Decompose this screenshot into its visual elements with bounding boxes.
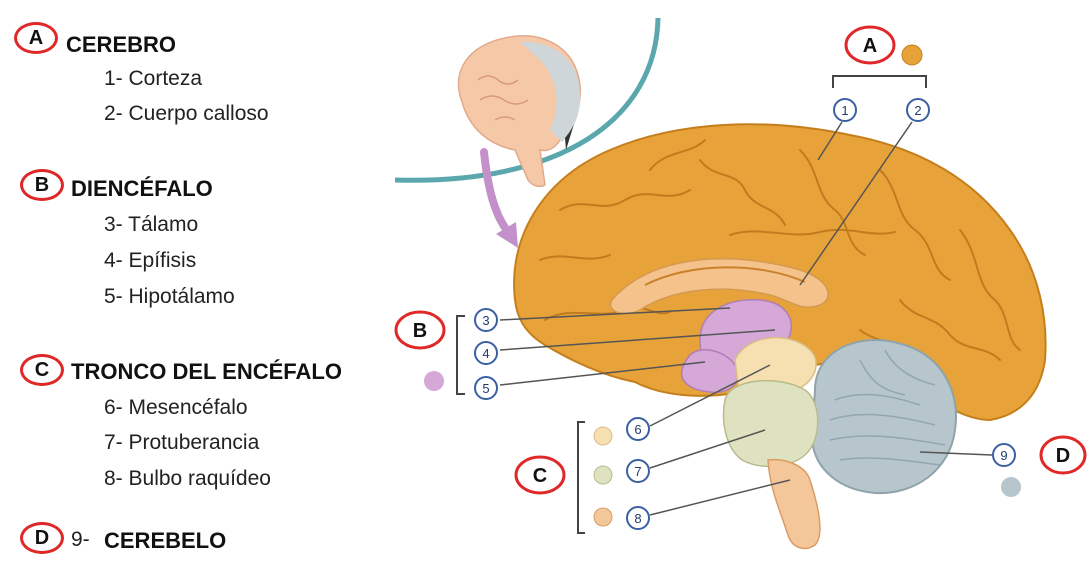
color-dot-cerebro — [902, 45, 922, 65]
marker-9-label: 9 — [1000, 448, 1007, 463]
bracket-a — [833, 76, 926, 88]
marker-7: 7 — [627, 460, 649, 482]
group-label-a-text: A — [863, 35, 877, 57]
marker-8: 8 — [627, 507, 649, 529]
marker-8-label: 8 — [634, 511, 641, 526]
color-dot-cerebelo — [1001, 477, 1021, 497]
marker-3: 3 — [475, 309, 497, 331]
marker-7-label: 7 — [634, 464, 641, 479]
group-label-b-text: B — [413, 320, 427, 342]
color-dot-protuberancia — [594, 466, 612, 484]
marker-2: 2 — [907, 99, 929, 121]
marker-6-label: 6 — [634, 422, 641, 437]
group-label-b: B — [396, 312, 444, 348]
group-label-c-text: C — [533, 465, 547, 487]
small-brain-icon — [459, 36, 581, 187]
marker-1-label: 1 — [841, 103, 848, 118]
marker-6: 6 — [627, 418, 649, 440]
group-label-d: D — [1041, 437, 1085, 473]
color-dot-mesencefalo — [594, 427, 612, 445]
group-label-d-text: D — [1056, 445, 1070, 467]
group-label-c: C — [516, 457, 564, 493]
bracket-b — [457, 316, 465, 394]
color-dot-bulbo — [594, 508, 612, 526]
marker-3-label: 3 — [482, 313, 489, 328]
marker-2-label: 2 — [914, 103, 921, 118]
marker-5: 5 — [475, 377, 497, 399]
marker-1: 1 — [834, 99, 856, 121]
group-label-a: A — [846, 27, 894, 63]
cerebellum — [812, 340, 956, 493]
marker-9: 9 — [993, 444, 1015, 466]
bracket-c — [578, 422, 585, 533]
color-dot-diencefalo — [424, 371, 444, 391]
marker-4-label: 4 — [482, 346, 489, 361]
orientation-arrow — [484, 152, 518, 248]
pons — [724, 381, 818, 467]
marker-4: 4 — [475, 342, 497, 364]
marker-5-label: 5 — [482, 381, 489, 396]
medulla — [768, 460, 820, 549]
